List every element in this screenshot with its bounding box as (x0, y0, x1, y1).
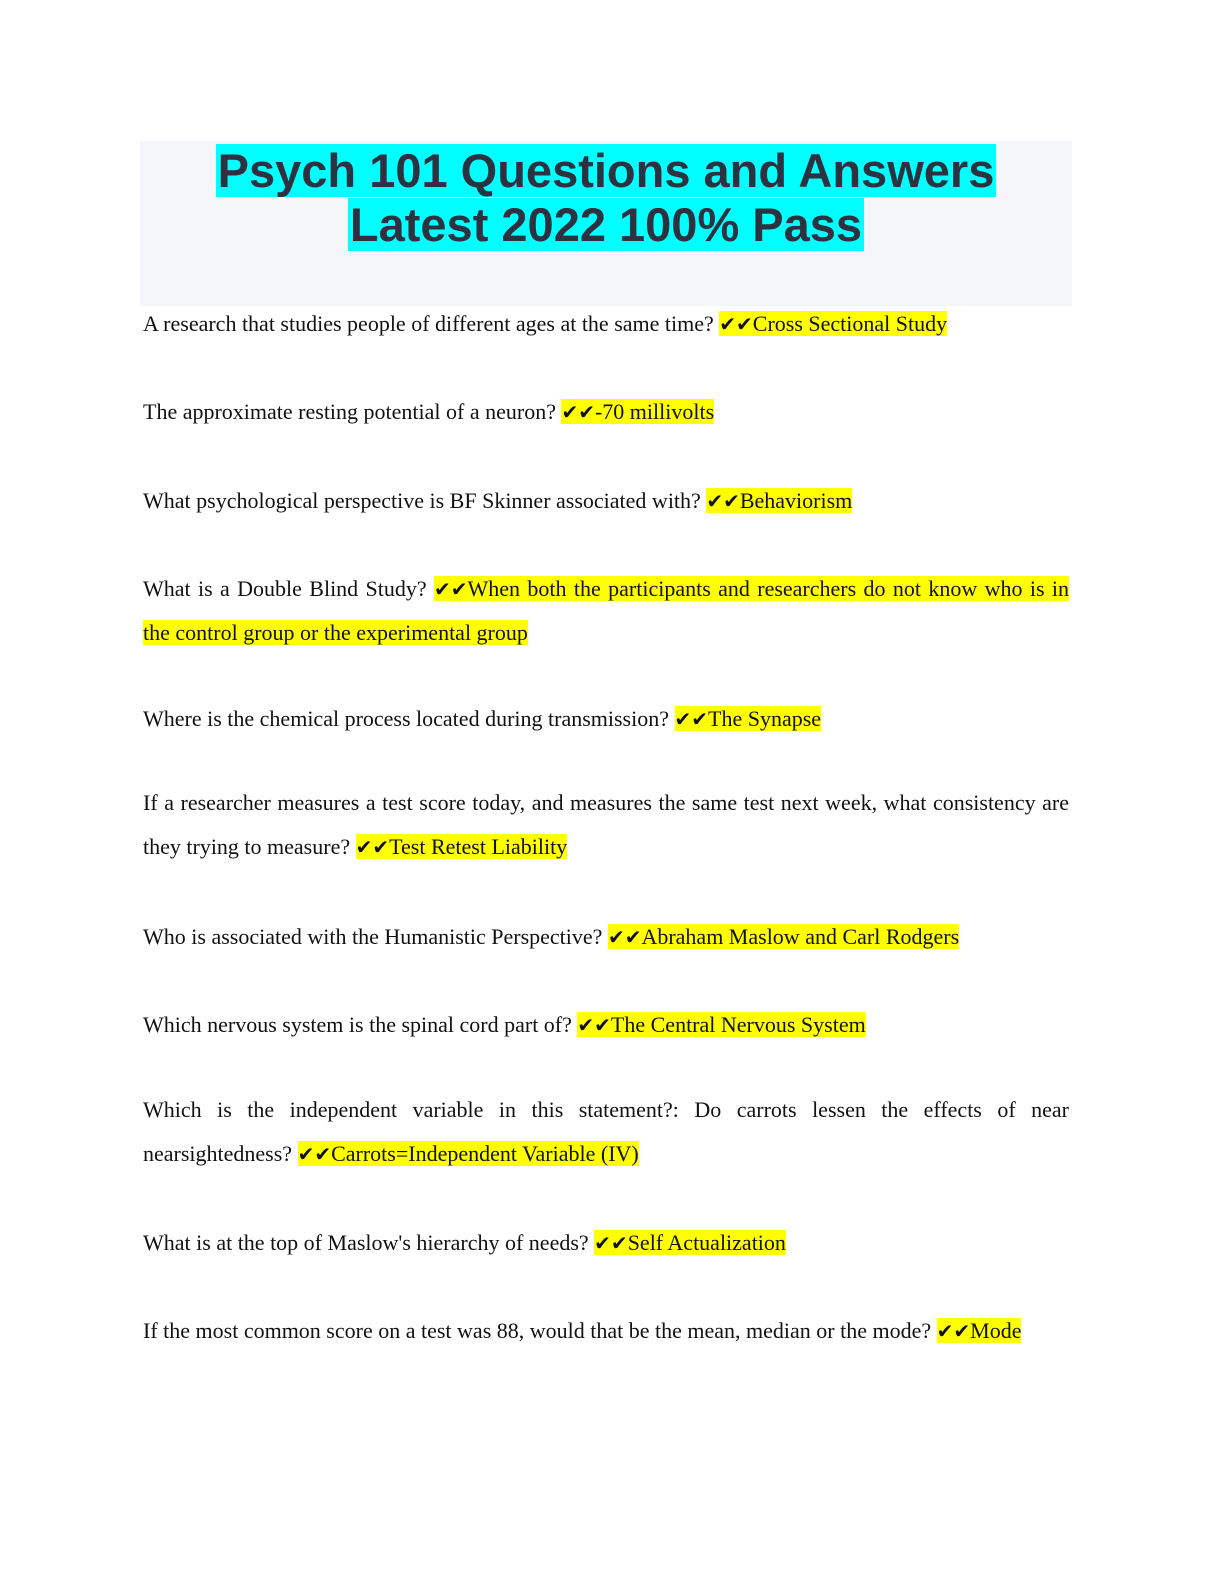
answer-highlight: ✔✔Test Retest Liability (355, 834, 568, 859)
double-check-icon: ✔✔ (706, 489, 740, 513)
double-check-icon: ✔✔ (936, 1319, 971, 1343)
qa-item: Which nervous system is the spinal cord … (143, 1003, 1069, 1047)
answer-text: Cross Sectional Study (752, 311, 948, 336)
qa-item: Who is associated with the Humanistic Pe… (143, 915, 1069, 959)
answer-text: Behaviorism (739, 488, 853, 513)
double-check-icon: ✔✔ (355, 835, 390, 859)
double-check-icon: ✔✔ (561, 400, 595, 424)
answer-text: -70 millivolts (594, 399, 715, 424)
qa-item: If a researcher measures a test score to… (143, 781, 1069, 869)
answer-highlight: ✔✔Carrots=Independent Variable (IV) (297, 1141, 639, 1166)
answer-text: The Synapse (708, 706, 822, 731)
qa-item: A research that studies people of differ… (143, 302, 1069, 346)
answer-text: Mode (970, 1318, 1022, 1343)
document-title: Psych 101 Questions and Answers Latest 2… (140, 141, 1072, 306)
double-check-icon: ✔✔ (297, 1142, 332, 1166)
qa-item: What is at the top of Maslow's hierarchy… (143, 1221, 1069, 1265)
answer-highlight: ✔✔Behaviorism (706, 488, 853, 513)
answer-highlight: ✔✔The Synapse (674, 706, 822, 731)
answer-text: Self Actualization (627, 1230, 786, 1255)
qa-item: If the most common score on a test was 8… (143, 1309, 1069, 1353)
question-text: If a researcher measures a test score to… (143, 790, 1069, 859)
double-check-icon: ✔✔ (594, 1231, 628, 1255)
answer-highlight: ✔✔Cross Sectional Study (719, 311, 948, 336)
double-check-icon: ✔✔ (674, 707, 709, 731)
answer-text: When both the participants and researche… (143, 576, 1069, 645)
title-line-2: Latest 2022 100% Pass (347, 198, 865, 251)
question-text: Where is the chemical process located du… (143, 706, 675, 731)
qa-item: Which is the independent variable in thi… (143, 1088, 1069, 1176)
question-text: What is at the top of Maslow's hierarchy… (143, 1230, 595, 1255)
answer-highlight: ✔✔Self Actualization (594, 1230, 786, 1255)
question-text: What is a Double Blind Study? (143, 576, 435, 601)
question-text: The approximate resting potential of a n… (143, 399, 562, 424)
double-check-icon: ✔✔ (577, 1013, 611, 1037)
qa-item: The approximate resting potential of a n… (143, 390, 1069, 434)
answer-highlight: ✔✔The Central Nervous System (577, 1012, 866, 1037)
answer-highlight: ✔✔Mode (936, 1318, 1022, 1343)
answer-text: Carrots=Independent Variable (IV) (331, 1141, 639, 1166)
question-text: Which is the independent variable in thi… (143, 1097, 1069, 1166)
answer-highlight: ✔✔-70 millivolts (561, 399, 715, 424)
question-text: What psychological perspective is BF Ski… (143, 488, 707, 513)
double-check-icon: ✔✔ (434, 577, 468, 601)
question-text: A research that studies people of differ… (143, 311, 720, 336)
qa-item: What psychological perspective is BF Ski… (143, 479, 1069, 523)
answer-text: Test Retest Liability (389, 834, 568, 859)
answer-text: Abraham Maslow and Carl Rodgers (641, 924, 960, 949)
qa-item: Where is the chemical process located du… (143, 697, 1069, 741)
qa-item: What is a Double Blind Study? ✔✔When bot… (143, 567, 1069, 655)
double-check-icon: ✔✔ (607, 925, 642, 949)
question-text: Who is associated with the Humanistic Pe… (143, 924, 608, 949)
question-text: Which nervous system is the spinal cord … (143, 1012, 578, 1037)
answer-highlight: ✔✔Abraham Maslow and Carl Rodgers (607, 924, 960, 949)
question-text: If the most common score on a test was 8… (143, 1318, 937, 1343)
title-line-1: Psych 101 Questions and Answers (215, 144, 997, 197)
answer-text: The Central Nervous System (610, 1012, 866, 1037)
double-check-icon: ✔✔ (719, 312, 753, 336)
